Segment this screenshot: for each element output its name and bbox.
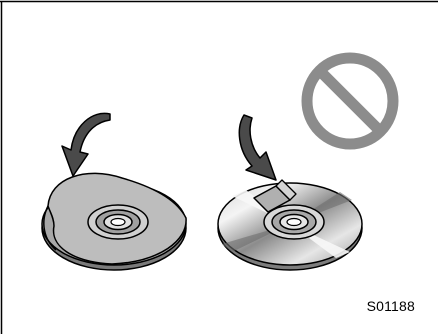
figure-id-label: S01188 xyxy=(367,298,415,314)
prohibition-sign-icon xyxy=(307,58,393,144)
disc-with-tape-icon xyxy=(218,180,362,270)
curved-arrow-icon xyxy=(62,113,110,176)
disc-with-peeling-film-icon xyxy=(42,173,186,270)
curved-arrow-icon xyxy=(239,115,276,180)
